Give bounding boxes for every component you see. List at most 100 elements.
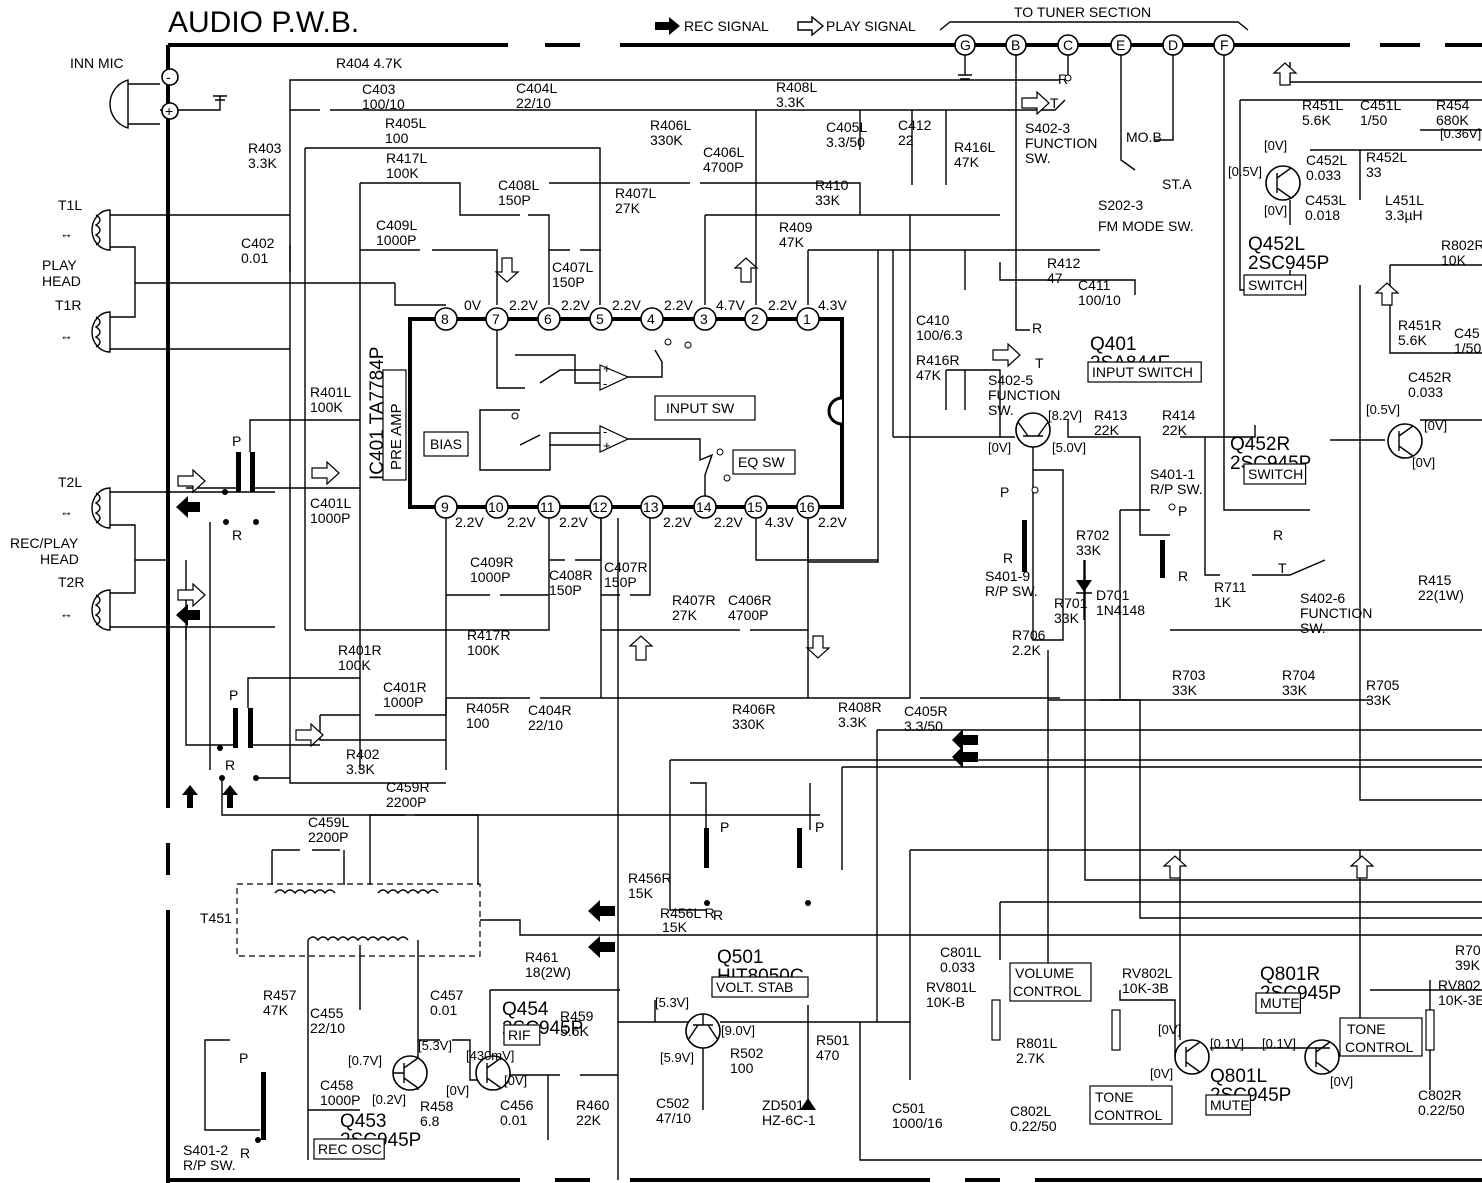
component-label-c452l: 0.033 xyxy=(1306,167,1341,183)
component-label-c45x: C45 xyxy=(1454,325,1480,341)
head-coil-t1l xyxy=(91,209,111,251)
svg-text:3: 3 xyxy=(700,311,708,327)
component-label-r451r: R451R xyxy=(1398,317,1442,333)
component-label-r406r: 330K xyxy=(732,716,765,732)
transistor-name-q452l: Q452L xyxy=(1248,234,1305,255)
svg-text:2.2V: 2.2V xyxy=(561,297,590,313)
tuner-section-label: TO TUNER SECTION xyxy=(1014,4,1151,20)
transistor-part-q452l: 2SC945P xyxy=(1248,253,1329,274)
component-label-rv802r: 10K-3E xyxy=(1438,992,1482,1008)
svg-text:P: P xyxy=(720,819,729,835)
voltage-v8: [8.2V] xyxy=(1048,408,1082,423)
svg-text:R: R xyxy=(232,527,242,543)
tone-control-right-box xyxy=(1339,1017,1423,1057)
component-label-r409: 47K xyxy=(779,234,805,250)
transistor-role-q453: REC OSC xyxy=(318,1141,382,1157)
rv802r-pot[interactable] xyxy=(1425,1009,1435,1051)
component-label-r456r: 15K xyxy=(628,885,654,901)
component-label-r457: 47K xyxy=(263,1002,289,1018)
transistor-name-q801r: Q801R xyxy=(1260,964,1320,985)
component-label-r801l: R801L xyxy=(1016,1035,1057,1051)
voltage-v17: [5.3V] xyxy=(655,995,689,1010)
component-label-r703: 33K xyxy=(1172,682,1198,698)
svg-text:4.3V: 4.3V xyxy=(818,297,847,313)
svg-text:T2L: T2L xyxy=(58,474,82,490)
svg-text:13: 13 xyxy=(643,499,659,515)
svg-text:-: - xyxy=(166,69,171,85)
heads: INN MIC - + T1L T1R PLAY HEAD T2L T2R RE… xyxy=(10,55,395,631)
zd501-diode-icon xyxy=(800,1098,816,1110)
svg-text:P: P xyxy=(232,433,241,449)
component-label-c802l: C802L xyxy=(1010,1103,1051,1119)
component-label-c411: 100/10 xyxy=(1078,292,1121,308)
svg-text:4: 4 xyxy=(647,311,655,327)
switch-s401-7[interactable]: P R xyxy=(185,419,270,770)
transistor-role-box-q401 xyxy=(1087,361,1202,383)
svg-text:C: C xyxy=(1063,37,1073,53)
component-label-r403: R403 xyxy=(248,140,282,156)
svg-text:CONTROL: CONTROL xyxy=(1345,1039,1414,1055)
component-label-s4023: FUNCTION xyxy=(1025,135,1097,151)
component-label-r410: 33K xyxy=(815,192,841,208)
voltage-v2: [0.5V] xyxy=(1228,164,1262,179)
component-label-r412: R412 xyxy=(1047,255,1081,271)
component-label-c401r: 1000P xyxy=(383,694,423,710)
transistor-labels: Q4012SA844EINPUT SWITCHQ452L2SC945PSWITC… xyxy=(313,234,1341,1160)
transistor-role-q401: INPUT SWITCH xyxy=(1092,364,1193,380)
svg-text:2.2V: 2.2V xyxy=(818,514,847,530)
component-label-s4026: SW. xyxy=(1300,620,1326,636)
svg-text:9: 9 xyxy=(441,499,449,515)
svg-text:R: R xyxy=(225,757,235,773)
legend-rec: REC SIGNAL xyxy=(684,18,769,34)
transistor-role-q801l: MUTE xyxy=(1210,1097,1250,1113)
switch-s401-5[interactable] xyxy=(704,828,709,868)
svg-text:INPUT SW: INPUT SW xyxy=(666,400,735,416)
switch-s401-8[interactable]: P R xyxy=(185,627,820,816)
rv802l-pot[interactable] xyxy=(1111,1009,1121,1051)
right-side-wiring xyxy=(669,62,1482,1161)
component-label-c401r: C401R xyxy=(383,679,427,695)
component-labels: R404 4.7KC403100/10R405L100C404L22/10R40… xyxy=(183,55,1482,1173)
component-label-s4019: R/P SW. xyxy=(985,583,1038,599)
svg-text:15: 15 xyxy=(747,499,763,515)
svg-text:2.2V: 2.2V xyxy=(664,297,693,313)
head-coil-t2l xyxy=(91,487,111,529)
svg-text:T1L: T1L xyxy=(58,197,82,213)
component-label-r405r: 100 xyxy=(466,715,490,731)
component-label-c459l: C459L xyxy=(308,814,349,830)
voltage-v16: [0V] xyxy=(504,1073,527,1088)
component-label-r416r: 47K xyxy=(916,367,942,383)
svg-text:2.2V: 2.2V xyxy=(509,297,538,313)
component-label-r501: 470 xyxy=(816,1047,840,1063)
component-label-r405l: 100 xyxy=(385,130,409,146)
component-label-s4011: S401-1 xyxy=(1150,466,1195,482)
switch-s401-6[interactable] xyxy=(797,828,802,868)
rv801l-pot[interactable] xyxy=(991,999,1001,1041)
component-label-r405l: R405L xyxy=(385,115,426,131)
component-label-c402: 0.01 xyxy=(241,250,268,266)
svg-text:P: P xyxy=(1000,484,1009,500)
component-label-c501: C501 xyxy=(892,1100,926,1116)
transistor-name-q401: Q401 xyxy=(1090,334,1136,355)
svg-text:7: 7 xyxy=(492,311,500,327)
svg-text:↔: ↔ xyxy=(60,606,73,621)
eq-sw-box xyxy=(732,449,796,475)
rec-signal-arrow-icon xyxy=(655,17,680,35)
switch-s401-9[interactable] xyxy=(1022,520,1027,572)
component-label-r402: R402 xyxy=(346,746,380,762)
transistor-name-q501: Q501 xyxy=(717,947,763,968)
svg-text:HEAD: HEAD xyxy=(40,551,79,567)
component-label-r454: 680K xyxy=(1436,112,1469,128)
svg-text:5: 5 xyxy=(596,311,604,327)
transistor-role-box-q452l xyxy=(1243,274,1307,296)
svg-text:R: R xyxy=(240,1145,250,1161)
legend: REC SIGNAL PLAY SIGNAL TO TUNER SECTION xyxy=(655,4,1249,37)
component-label-r401l: R401L xyxy=(310,384,351,400)
switch-s401-1[interactable] xyxy=(1160,540,1165,578)
component-label-r408r: R408R xyxy=(838,699,882,715)
component-label-c409l: C409L xyxy=(376,217,417,233)
svg-text:P: P xyxy=(815,819,824,835)
component-label-r416r: R416R xyxy=(916,352,960,368)
component-label-c458: C458 xyxy=(320,1077,354,1093)
voltage-v15: [0V] xyxy=(446,1083,469,1098)
